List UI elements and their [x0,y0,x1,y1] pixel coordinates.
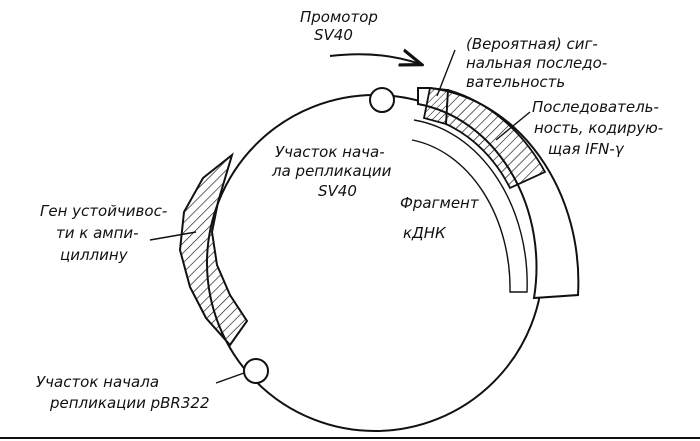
ifn-leader-line [495,111,531,141]
ifn-gamma-label: Последователь- ность, кодирую- щая IFN-γ [532,98,663,158]
amp-resistance-gene-block [178,152,249,347]
promoter-label-line2: SV40 [314,26,353,44]
amp-label-line2: ти к ампи- [56,224,139,242]
pbr-leader-line [215,372,245,384]
amp-gene-label: Ген устойчивос- ти к ампи- циллину [40,202,167,264]
pbr-label-line2: репликации pBR322 [49,394,210,412]
sv40-origin-label: Участок нача- ла репликации SV40 [271,143,392,200]
pbr322-origin-marker [243,358,269,384]
amp-leader-line [149,231,197,241]
ifn-label-line1: Последователь- [532,98,659,116]
sv40-label-line3: SV40 [318,182,357,200]
sv40-label-line2: ла репликации [271,162,392,180]
pbr322-origin-label: Участок начала репликации pBR322 [36,373,210,412]
sv40-label-line1: Участок нача- [275,143,385,161]
promoter-arrow [329,54,420,64]
signal-sequence-label: (Вероятная) сиг- нальная последо- ватель… [466,35,607,91]
signal-label-line1: (Вероятная) сиг- [466,35,598,53]
amp-label-line3: циллину [60,246,129,264]
signal-label-line2: нальная последо- [466,54,607,72]
cdna-fragment-label: Фрагмент кДНК [400,194,480,242]
amp-label-line1: Ген устойчивос- [40,202,167,220]
cdna-label-line2: кДНК [403,224,447,242]
cdna-fragment-arc [411,119,528,293]
ifn-label-line2: ность, кодирую- [534,119,663,137]
promoter-label: Промотор SV40 [300,8,378,44]
ifn-gamma-coding-segment [445,88,547,190]
pbr-label-line1: Участок начала [36,373,159,391]
ifn-label-line3: щая IFN-γ [548,140,625,158]
cdna-label-line1: Фрагмент [400,194,480,212]
signal-label-line3: вательность [466,73,565,91]
signal-leader-line [436,49,456,97]
promoter-label-line1: Промотор [300,8,378,26]
sv40-origin-marker [369,87,395,113]
